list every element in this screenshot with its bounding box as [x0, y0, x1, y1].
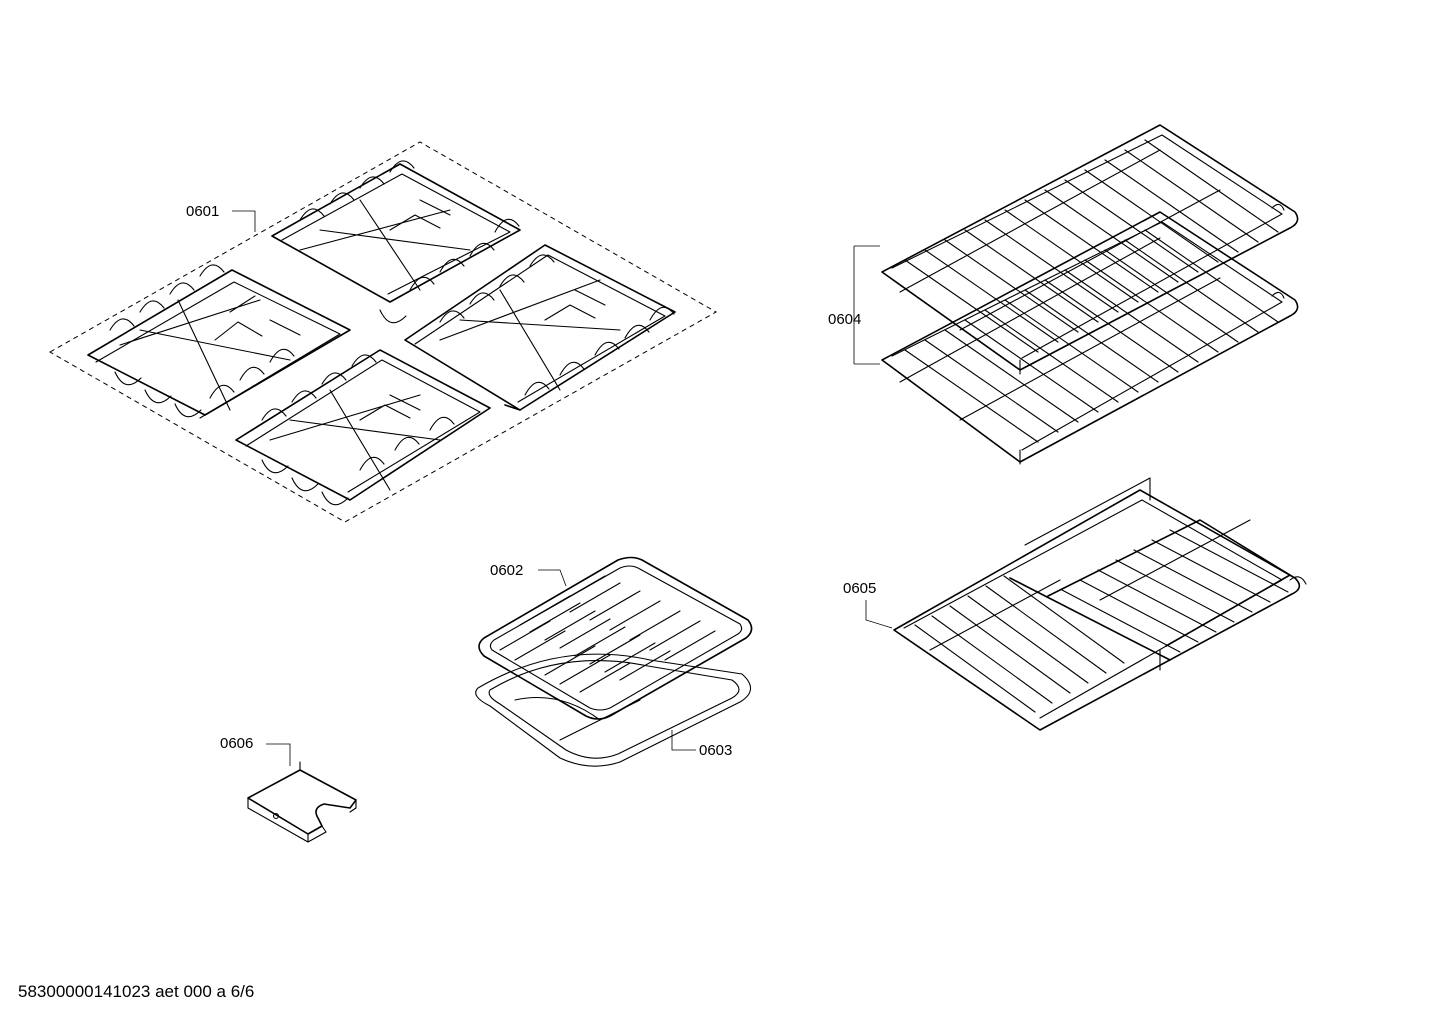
leader-0604 — [853, 245, 880, 365]
leader-0606 — [266, 743, 291, 766]
callout-0602: 0602 — [490, 562, 524, 579]
callout-0603: 0603 — [699, 742, 733, 759]
broiler-pan-illustration — [475, 556, 753, 767]
bracket-illustration — [247, 743, 357, 843]
burner-grates-illustration — [48, 141, 718, 523]
document-footer-code: 58300000141023 aet 000 a 6/6 — [18, 982, 255, 1001]
callout-0604: 0604 — [828, 311, 862, 328]
callout-0606: 0606 — [220, 735, 254, 752]
grate-top — [271, 160, 521, 324]
callout-0601: 0601 — [186, 203, 220, 220]
callout-0605: 0605 — [843, 580, 877, 597]
oven-rack-upper — [881, 124, 1299, 375]
grate-set-outline — [48, 141, 718, 523]
grate-right — [404, 244, 676, 411]
oven-racks-illustration — [853, 124, 1299, 465]
leader-0601 — [232, 210, 256, 232]
leader-0603 — [671, 730, 696, 751]
grate-bottom — [235, 349, 491, 506]
leader-0605 — [865, 600, 893, 629]
leader-0602 — [538, 569, 567, 587]
grate-left — [87, 264, 351, 419]
split-rack-illustration — [865, 477, 1307, 731]
oven-rack-lower — [881, 211, 1299, 465]
